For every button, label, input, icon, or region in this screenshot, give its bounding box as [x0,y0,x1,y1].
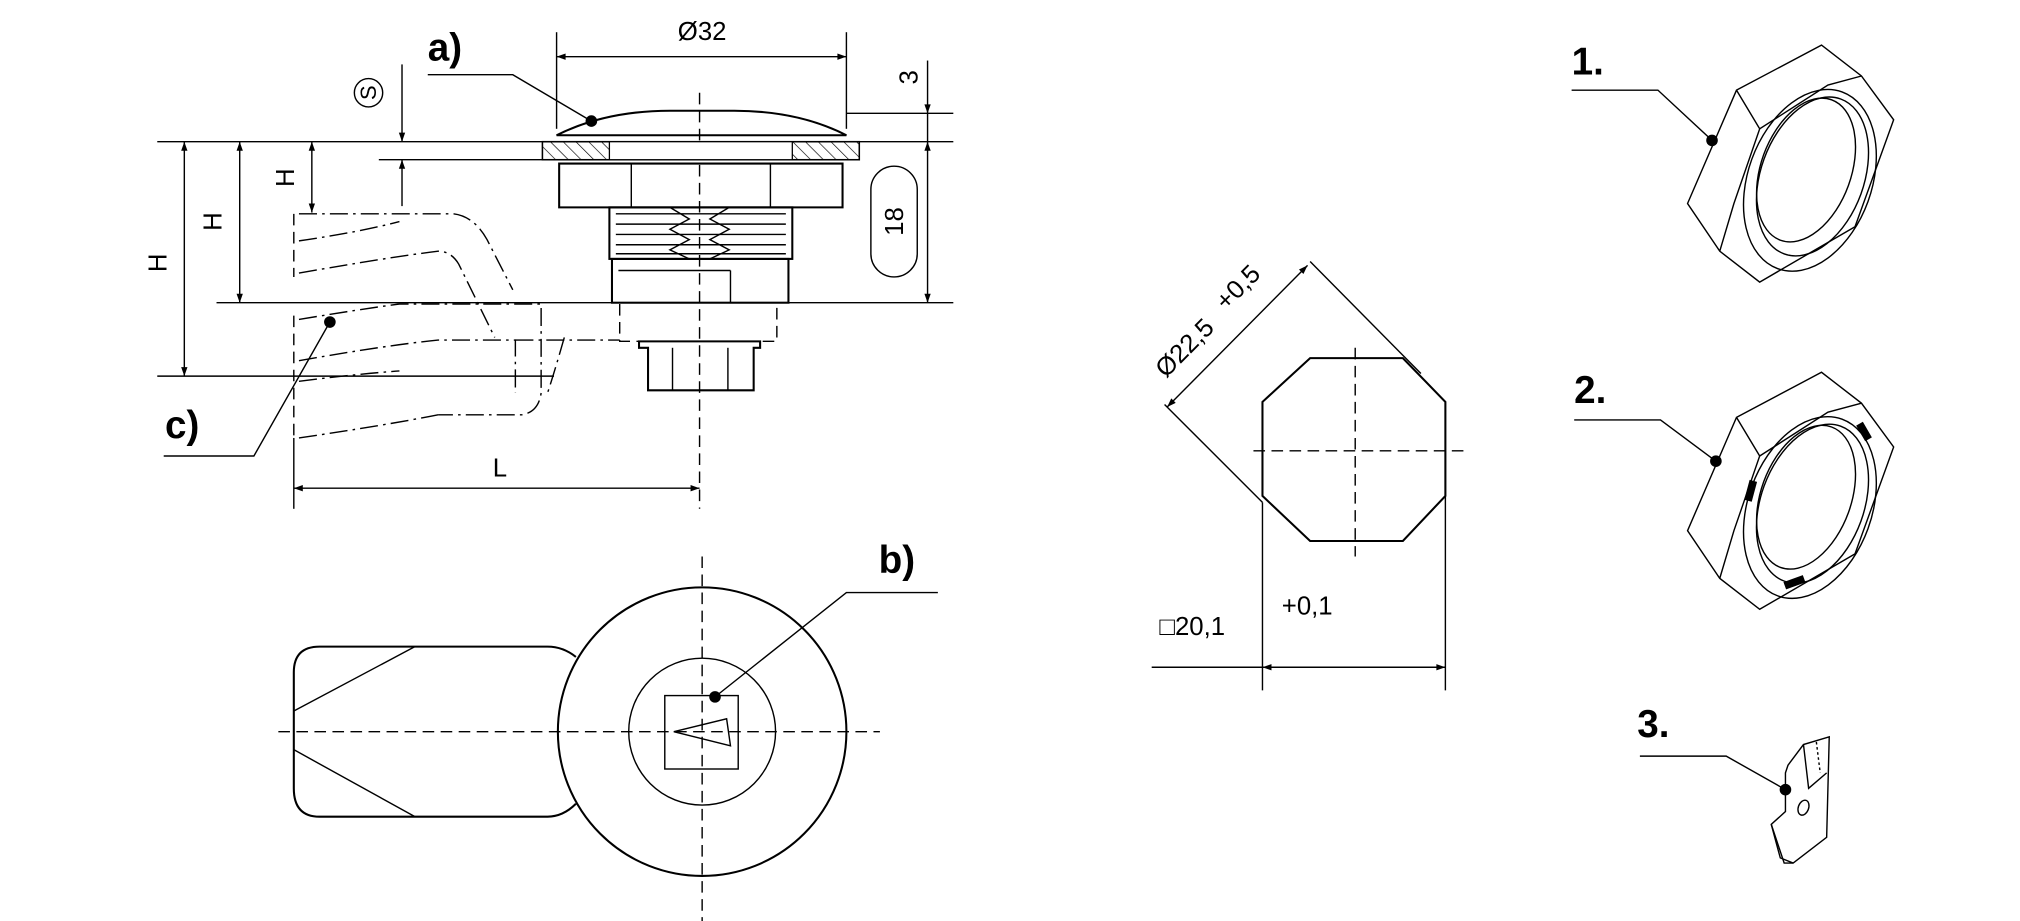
callout-c-dot [324,316,336,328]
lever-outline [298,213,514,291]
cam-lever [292,645,577,818]
callout-a-dot [585,115,598,127]
locking-tab [1856,421,1872,442]
nut-outline [1686,44,1895,283]
dim-h-medium-label: H [200,212,228,231]
callout-b-label: b) [879,539,915,582]
callout-c-label: c) [165,404,199,447]
spring-clip-icon [1770,735,1830,864]
callout-c-leader [163,321,331,457]
hex-nut [558,162,844,209]
dim-h-small-label: H [272,168,300,187]
dim-cutout-diameter [1166,264,1309,408]
item-1-leader [1571,89,1713,141]
accessory-3-clip: 3. [1637,703,1830,864]
item-2-label: 2. [1574,369,1606,412]
item-3-label: 3. [1637,703,1669,746]
item-3-leader [1639,755,1786,791]
lever-outline [298,220,400,242]
lever-bevel [293,646,416,712]
locking-tab [1783,575,1806,590]
item-2-dot [1710,455,1722,467]
thread-profile [668,206,731,260]
lever-outline [298,250,496,338]
dim-cutout-diameter-tol: +0,5 [1210,260,1266,316]
dim-body-height-pill [870,165,918,278]
clip-hole [1797,799,1810,816]
hex-nut-tabbed-icon [1686,371,1895,611]
clip-fold [1770,824,1794,864]
cap-head [556,109,847,137]
accessory-1-hex-nut: 1. [1571,41,1895,283]
callout-a-label: a) [428,27,462,70]
lever-outline [298,339,517,393]
s-symbol-label: S [356,85,381,100]
nut-face [1759,402,1862,457]
dim-cutout-square-tol: +0,1 [1282,592,1333,620]
nut-ring [1755,96,1870,257]
clip-teeth [1815,741,1821,773]
nut-bore [1755,424,1857,570]
nut-face [1759,75,1862,130]
s-symbol-circle [353,77,384,108]
clip-fold [1802,744,1828,790]
item-2-leader [1574,419,1717,462]
lever-bevel [293,749,416,818]
cam-screw-nut [637,340,762,392]
callout-b-leader [714,591,938,698]
panel-cutout: Ø22,5 +0,5 □20,1 +0,1 [1150,260,1468,691]
dim-h-large-label: H [144,253,172,272]
hex-nut-icon [1686,44,1895,283]
thread-body [608,206,794,260]
dim-cutout-square-label: □20,1 [1159,613,1225,641]
lever-outline [546,337,565,394]
thread-lines [615,213,786,255]
dim-cutout-diameter-label: Ø22,5 [1150,314,1219,383]
dim-cap-height-label: 3 [895,70,923,84]
nut-face [1719,89,1761,252]
side-view: Ø32 3 18 S H H H L a) c) [144,18,954,509]
cutout-outline [1261,357,1447,543]
callout-b-dot [709,691,721,703]
dim-body-height-label: 18 [881,207,909,236]
item-3-dot [1779,783,1792,796]
locking-tab [1744,479,1758,502]
nut-ring [1742,415,1878,600]
callout-a-leader [427,74,592,122]
lever-outline [298,414,439,439]
nut-ring [1742,88,1878,272]
cam-hub-hidden [618,301,778,343]
item-1-label: 1. [1572,41,1604,84]
item-1-dot [1706,134,1718,147]
dim-length-label: L [493,455,507,483]
extension-line [1309,260,1422,375]
clip-body [1770,735,1830,864]
accessory-2-hex-nut-with-tabs: 2. [1574,369,1895,611]
nut-outline [1686,371,1895,611]
nut-ring [1755,423,1870,584]
panel-hole [608,141,793,161]
front-view: b) [278,539,938,921]
cam-lever-positions [293,213,620,439]
lever-outline [298,303,542,416]
lever-outline [298,370,400,382]
nut-bore [1755,97,1857,243]
dim-diameter-cap-label: Ø32 [678,18,727,46]
extension-line [1164,403,1263,503]
